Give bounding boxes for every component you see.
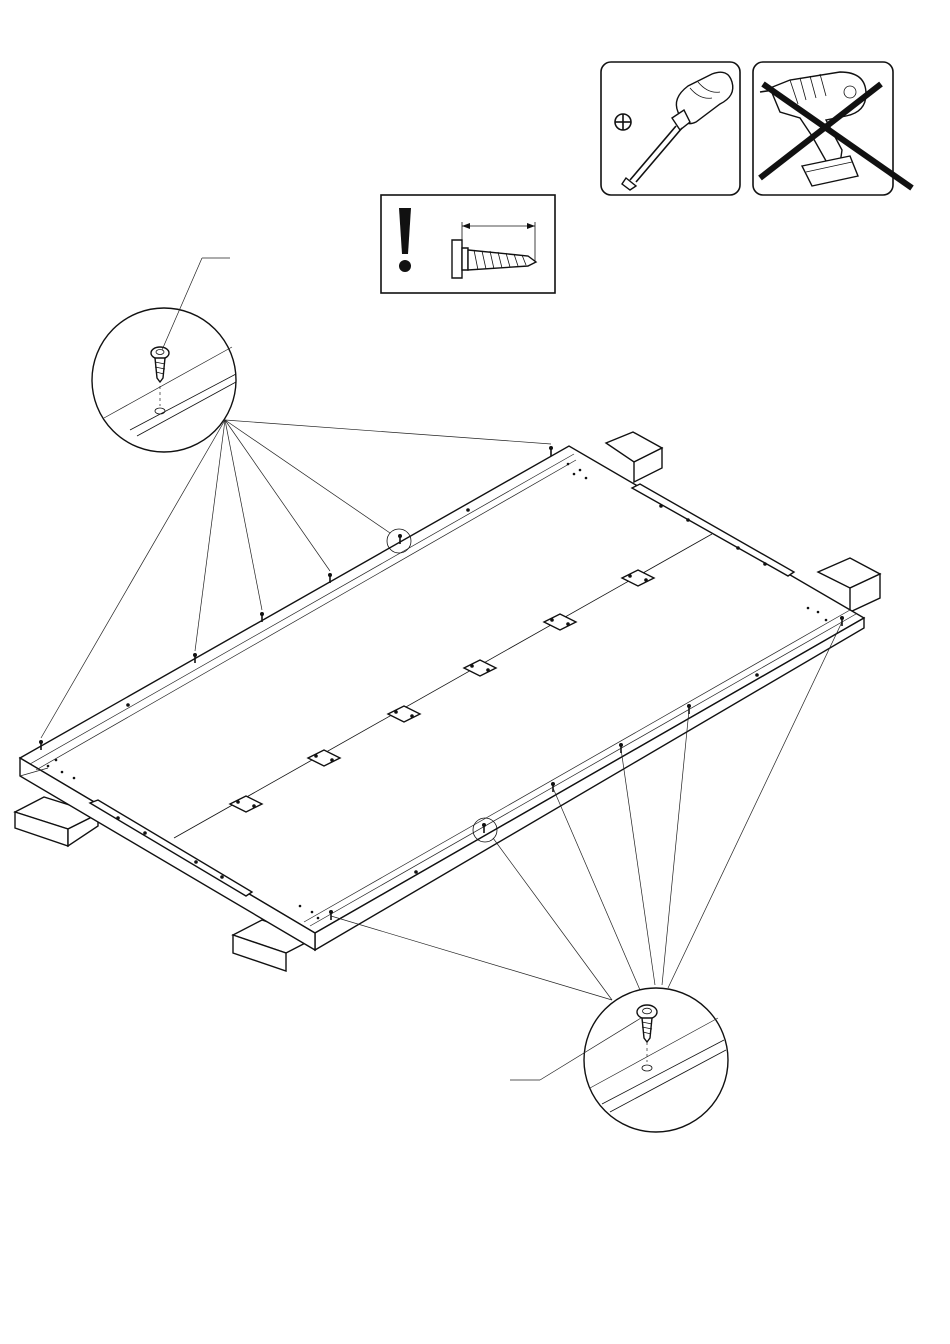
back-panel bbox=[20, 446, 864, 950]
drill-not-allowed-box bbox=[753, 62, 912, 195]
detail-callout-top bbox=[92, 258, 236, 452]
screw-warning-box bbox=[381, 195, 555, 293]
phillips-symbol-icon bbox=[615, 114, 631, 130]
screw-icon bbox=[452, 222, 536, 278]
screwdriver-tool-box bbox=[601, 62, 740, 195]
screw-marker bbox=[549, 446, 553, 456]
exclamation-icon bbox=[399, 208, 411, 272]
detail-callout-bottom bbox=[510, 988, 728, 1132]
phillips-screwdriver-icon bbox=[622, 72, 733, 190]
